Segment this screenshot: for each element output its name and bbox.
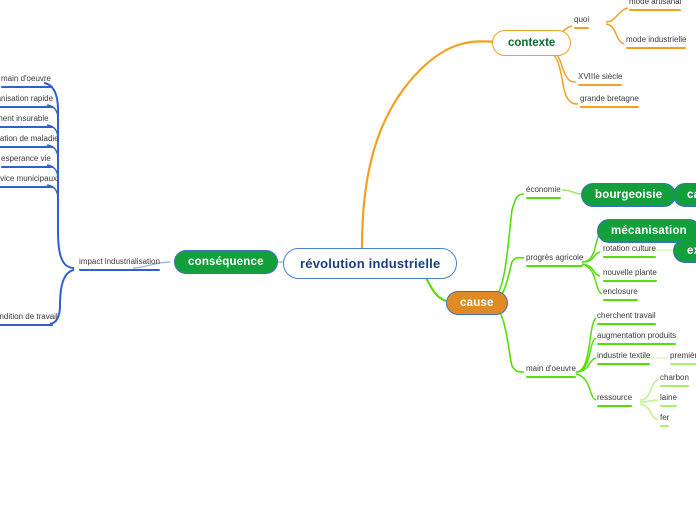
leaf-underline bbox=[597, 323, 656, 326]
leaf-progres-agricole-label: progrès agricole bbox=[526, 253, 584, 262]
leaf-ressource[interactable]: ressource bbox=[594, 392, 635, 410]
leaf-quoi-label: quoi bbox=[574, 15, 590, 24]
leaf-mode-artisanal-label: mode artisanal bbox=[629, 0, 682, 6]
leaf-nouvelle-plante[interactable]: nouvelle plante bbox=[600, 267, 660, 285]
leaf-cherchent-travail-label: cherchent travail bbox=[597, 311, 656, 320]
leaf-charbon[interactable]: charbon bbox=[657, 372, 692, 390]
leaf-underline bbox=[597, 343, 677, 346]
leaf-service-municipaux-label: service municipaux bbox=[0, 174, 58, 183]
leaf-propagation-maladie-label: propagation de maladie bbox=[0, 134, 59, 143]
leaf-enclosure-label: enclosure bbox=[603, 287, 638, 296]
leaf-underline bbox=[578, 84, 623, 87]
leaf-laine-label: laine bbox=[660, 393, 677, 402]
leaf-grande-bretagne[interactable]: grande bretagne bbox=[577, 93, 642, 111]
leaf-underline bbox=[526, 376, 576, 379]
leaf-service-municipaux[interactable]: service municipaux bbox=[0, 173, 58, 191]
node-bourgeoisie-child-clipped[interactable]: ca bbox=[673, 183, 696, 207]
leaf-grande-bretagne-label: grande bretagne bbox=[580, 94, 639, 103]
leaf-underline bbox=[626, 47, 687, 50]
leaf-logement-insurable[interactable]: logement insurable bbox=[0, 113, 56, 131]
leaf-underline bbox=[597, 363, 651, 366]
leaf-xviiie-siecle[interactable]: XVIIIe siècle bbox=[575, 71, 625, 89]
branch-node-contexte[interactable]: contexte bbox=[492, 30, 572, 56]
leaf-rotation-culture[interactable]: rotation culture bbox=[600, 243, 659, 261]
leaf-mode-industrielle[interactable]: mode industrielle bbox=[623, 34, 689, 52]
leaf-rotation-culture-label: rotation culture bbox=[603, 244, 656, 253]
leaf-fer[interactable]: fer bbox=[657, 412, 672, 430]
leaf-underline bbox=[1, 86, 53, 89]
leaf-enclosure[interactable]: enclosure bbox=[600, 286, 641, 304]
leaf-quoi[interactable]: quoi bbox=[571, 14, 592, 32]
leaf-charbon-label: charbon bbox=[660, 373, 689, 382]
leaf-condition-de-travail[interactable]: condition de travail bbox=[0, 311, 58, 329]
leaf-underline bbox=[574, 27, 590, 30]
leaf-industrie-textile[interactable]: industrie textile bbox=[594, 350, 653, 368]
leaf-esperance-vie[interactable]: esperance vie bbox=[0, 153, 56, 171]
leaf-underline bbox=[580, 106, 639, 109]
leaf-impact-industrialisation[interactable]: impact industrialisation bbox=[76, 256, 163, 274]
leaf-underline bbox=[526, 265, 584, 268]
leaf-underline bbox=[629, 9, 682, 12]
leaf-urbanisation-rapide-label: urbanisation rapide bbox=[0, 94, 54, 103]
branch-node-cause[interactable]: cause bbox=[446, 291, 508, 315]
root-node[interactable]: révolution industrielle bbox=[283, 248, 458, 279]
leaf-laine[interactable]: laine bbox=[657, 392, 680, 410]
leaf-condition-de-travail-label: condition de travail bbox=[0, 312, 58, 321]
leaf-augmentation-produits-label: augmentation produits bbox=[597, 331, 677, 340]
leaf-cherchent-travail[interactable]: cherchent travail bbox=[594, 310, 659, 328]
leaf-main-doeuvre-consequence[interactable]: main d'oeuvre bbox=[0, 73, 56, 91]
leaf-premiere-matiere-label: premièr bbox=[670, 351, 696, 360]
leaf-underline bbox=[0, 126, 53, 129]
node-rotation-culture-child-clipped[interactable]: ex bbox=[673, 239, 696, 263]
leaf-economie-label: économie bbox=[526, 185, 561, 194]
leaf-augmentation-produits[interactable]: augmentation produits bbox=[594, 330, 679, 348]
leaf-main-doeuvre-cause-label: main d'oeuvre bbox=[526, 364, 576, 373]
leaf-underline bbox=[0, 106, 53, 109]
leaf-underline bbox=[79, 269, 160, 272]
leaf-nouvelle-plante-label: nouvelle plante bbox=[603, 268, 657, 277]
leaf-underline bbox=[660, 405, 677, 408]
leaf-underline bbox=[670, 363, 696, 366]
leaf-underline bbox=[1, 166, 53, 169]
leaf-underline bbox=[0, 146, 53, 149]
leaf-underline bbox=[660, 425, 670, 428]
leaf-main-doeuvre-label: main d'oeuvre bbox=[1, 74, 51, 83]
node-bourgeoisie[interactable]: bourgeoisie bbox=[581, 183, 677, 207]
leaf-underline bbox=[0, 324, 53, 327]
leaf-main-doeuvre-cause[interactable]: main d'oeuvre bbox=[523, 363, 579, 381]
leaf-economie[interactable]: économie bbox=[523, 184, 564, 202]
leaf-premiere-matiere-clipped[interactable]: premièr bbox=[667, 350, 696, 368]
leaf-underline bbox=[526, 197, 561, 200]
leaf-underline bbox=[660, 385, 689, 388]
leaf-ressource-label: ressource bbox=[597, 393, 633, 402]
leaf-progres-agricole[interactable]: progrès agricole bbox=[523, 252, 586, 270]
leaf-esperance-vie-label: esperance vie bbox=[1, 154, 51, 163]
leaf-impact-industrialisation-label: impact industrialisation bbox=[79, 257, 160, 266]
branch-node-consequence[interactable]: conséquence bbox=[174, 250, 278, 274]
leaf-logement-insurable-label: logement insurable bbox=[0, 114, 49, 123]
leaf-propagation-maladie[interactable]: propagation de maladie bbox=[0, 133, 59, 151]
leaf-underline bbox=[603, 256, 656, 259]
leaf-fer-label: fer bbox=[660, 413, 670, 422]
leaf-urbanisation-rapide[interactable]: urbanisation rapide bbox=[0, 93, 56, 111]
leaf-underline bbox=[603, 280, 657, 283]
leaf-underline bbox=[597, 405, 633, 408]
leaf-underline bbox=[0, 186, 53, 189]
leaf-mode-artisanal[interactable]: mode artisanal bbox=[626, 0, 684, 14]
leaf-underline bbox=[603, 299, 638, 302]
leaf-industrie-textile-label: industrie textile bbox=[597, 351, 651, 360]
leaf-xviiie-siecle-label: XVIIIe siècle bbox=[578, 72, 623, 81]
leaf-mode-industrielle-label: mode industrielle bbox=[626, 35, 687, 44]
